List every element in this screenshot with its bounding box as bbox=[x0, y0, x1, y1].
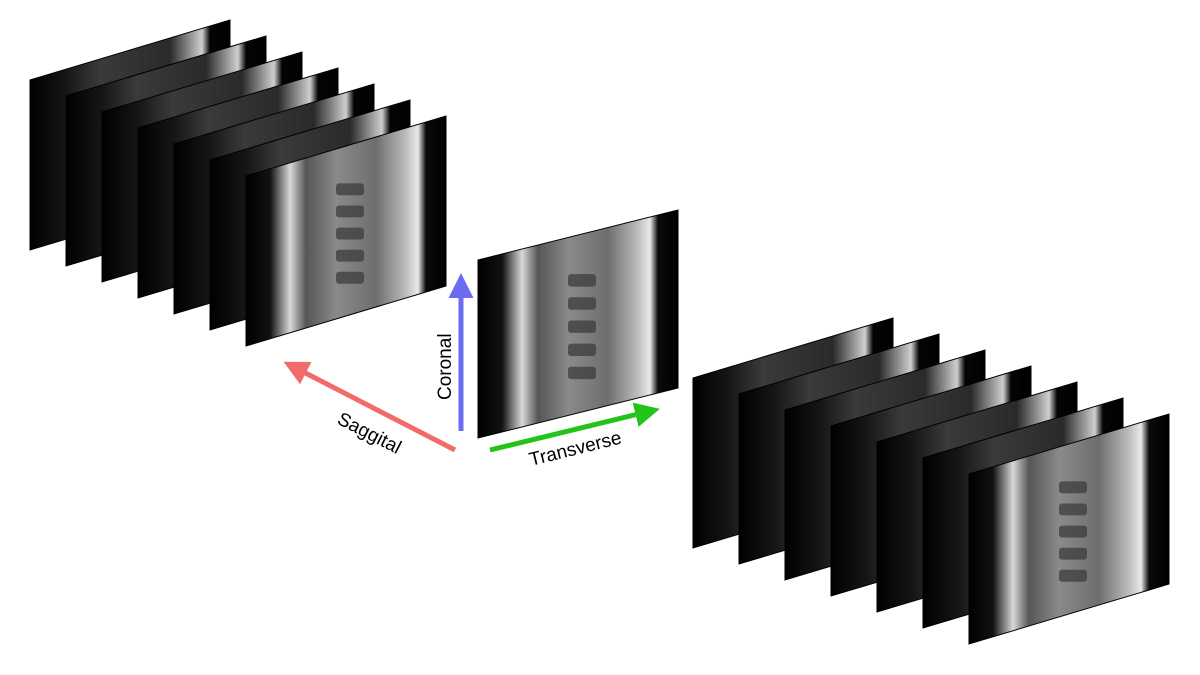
vertebra-mark bbox=[568, 366, 596, 380]
vertebra-mark bbox=[1059, 525, 1087, 538]
coronal-label: Coronal bbox=[435, 333, 456, 400]
vertebra-mark bbox=[568, 320, 596, 333]
saggital-arrow bbox=[283, 361, 457, 453]
vertebra-mark bbox=[336, 183, 364, 196]
vertebra-mark bbox=[1059, 481, 1087, 494]
vertebra-mark bbox=[336, 227, 364, 240]
right-slice bbox=[968, 413, 1170, 645]
center-slice bbox=[477, 209, 679, 439]
vertebra-mark bbox=[568, 343, 596, 357]
vertebra-mark bbox=[336, 271, 364, 284]
vertebra-mark bbox=[1059, 569, 1087, 582]
center-slice-image bbox=[477, 209, 679, 439]
transverse-arrow bbox=[489, 402, 660, 453]
vertebra-mark bbox=[1059, 503, 1087, 516]
transverse-slice-stack bbox=[692, 317, 1170, 645]
vertebra-mark bbox=[1059, 547, 1087, 560]
vertebra-mark bbox=[568, 274, 596, 287]
vertebra-mark bbox=[336, 249, 364, 262]
saggital-slice-stack bbox=[29, 19, 447, 347]
vertebra-mark bbox=[568, 297, 596, 310]
transverse-label: Transverse bbox=[527, 428, 624, 471]
left-slice bbox=[245, 115, 447, 347]
vertebra-mark bbox=[336, 205, 364, 218]
